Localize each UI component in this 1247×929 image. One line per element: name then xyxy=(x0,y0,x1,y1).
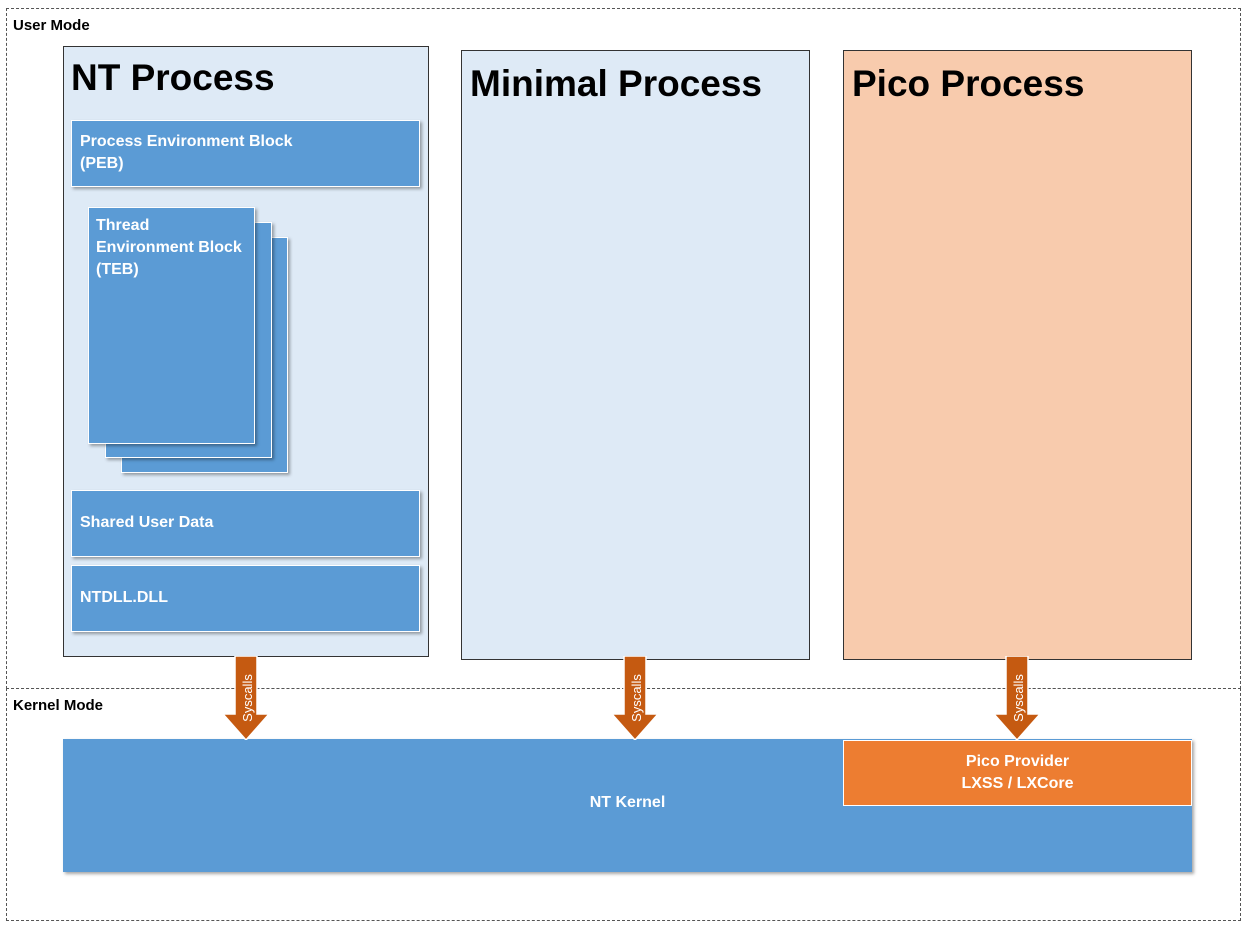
pico-provider-block: Pico Provider LXSS / LXCore xyxy=(843,740,1192,806)
pico-provider-label-line2: LXSS / LXCore xyxy=(961,775,1074,792)
ntdll-block: NTDLL.DLL xyxy=(71,565,420,632)
pico-provider-label-line1: Pico Provider xyxy=(965,753,1070,770)
ntdll-label: NTDLL.DLL xyxy=(80,589,168,606)
teb-label-line2: Environment Block xyxy=(96,239,242,256)
syscalls-label-nt: Syscalls xyxy=(240,674,255,722)
minimal-process-title: Minimal Process xyxy=(470,63,763,104)
syscalls-arrow-pico: Syscalls xyxy=(994,656,1040,740)
teb-label-line3: (TEB) xyxy=(96,261,139,278)
nt-kernel-label: NT Kernel xyxy=(589,794,666,811)
teb-block: Thread Environment Block (TEB) xyxy=(88,207,255,444)
shared-user-data-label: Shared User Data xyxy=(80,514,214,531)
shared-user-data-block: Shared User Data xyxy=(71,490,420,557)
syscalls-arrow-nt: Syscalls xyxy=(223,656,269,740)
syscalls-label-minimal: Syscalls xyxy=(629,674,644,722)
syscalls-label-pico: Syscalls xyxy=(1011,674,1026,722)
user-mode-label: User Mode xyxy=(13,17,90,34)
peb-label-line1: Process Environment Block xyxy=(80,133,293,150)
pico-process: Pico Process xyxy=(843,50,1192,660)
pico-process-title: Pico Process xyxy=(852,63,1085,104)
teb-label-line1: Thread xyxy=(96,217,150,234)
syscalls-arrow-minimal: Syscalls xyxy=(612,656,658,740)
kernel-mode-label: Kernel Mode xyxy=(13,697,104,714)
minimal-process: Minimal Process xyxy=(461,50,810,660)
peb-block: Process Environment Block (PEB) xyxy=(71,120,420,187)
peb-label-line2: (PEB) xyxy=(80,155,124,172)
nt-process-title: NT Process xyxy=(71,57,275,98)
